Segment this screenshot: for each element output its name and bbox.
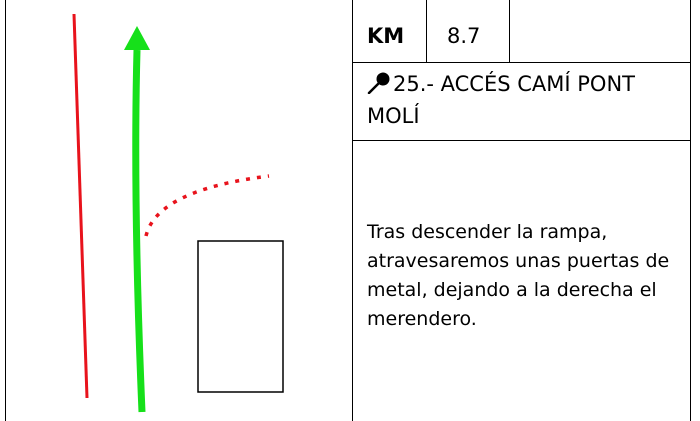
border-km-bottom xyxy=(352,62,691,63)
route-diagram xyxy=(5,0,353,421)
border-value-divider xyxy=(509,0,510,62)
border-km-divider xyxy=(426,0,427,62)
side-path xyxy=(144,174,270,237)
km-value: 8.7 xyxy=(447,24,481,48)
map-pin-icon xyxy=(367,72,390,94)
building xyxy=(197,240,284,393)
border-title-bottom xyxy=(352,140,691,141)
route-description: Tras descender la rampa, atravesaremos u… xyxy=(367,221,670,330)
road-line xyxy=(72,13,89,399)
route-arrow-icon xyxy=(124,26,150,50)
route-line xyxy=(132,49,146,413)
km-label: KM xyxy=(367,24,405,48)
route-diagram-svg xyxy=(72,13,284,413)
waypoint-title-text: 25.- ACCÉS CAMÍ PONT MOLÍ xyxy=(367,72,635,128)
border-mid xyxy=(352,0,353,421)
border-right xyxy=(690,0,691,421)
waypoint-title: 25.- ACCÉS CAMÍ PONT MOLÍ xyxy=(367,68,687,132)
border-left xyxy=(5,0,6,421)
roadbook-row: KM 8.7 25.- ACCÉS CAMÍ PONT MOLÍ Tras de… xyxy=(5,0,691,421)
